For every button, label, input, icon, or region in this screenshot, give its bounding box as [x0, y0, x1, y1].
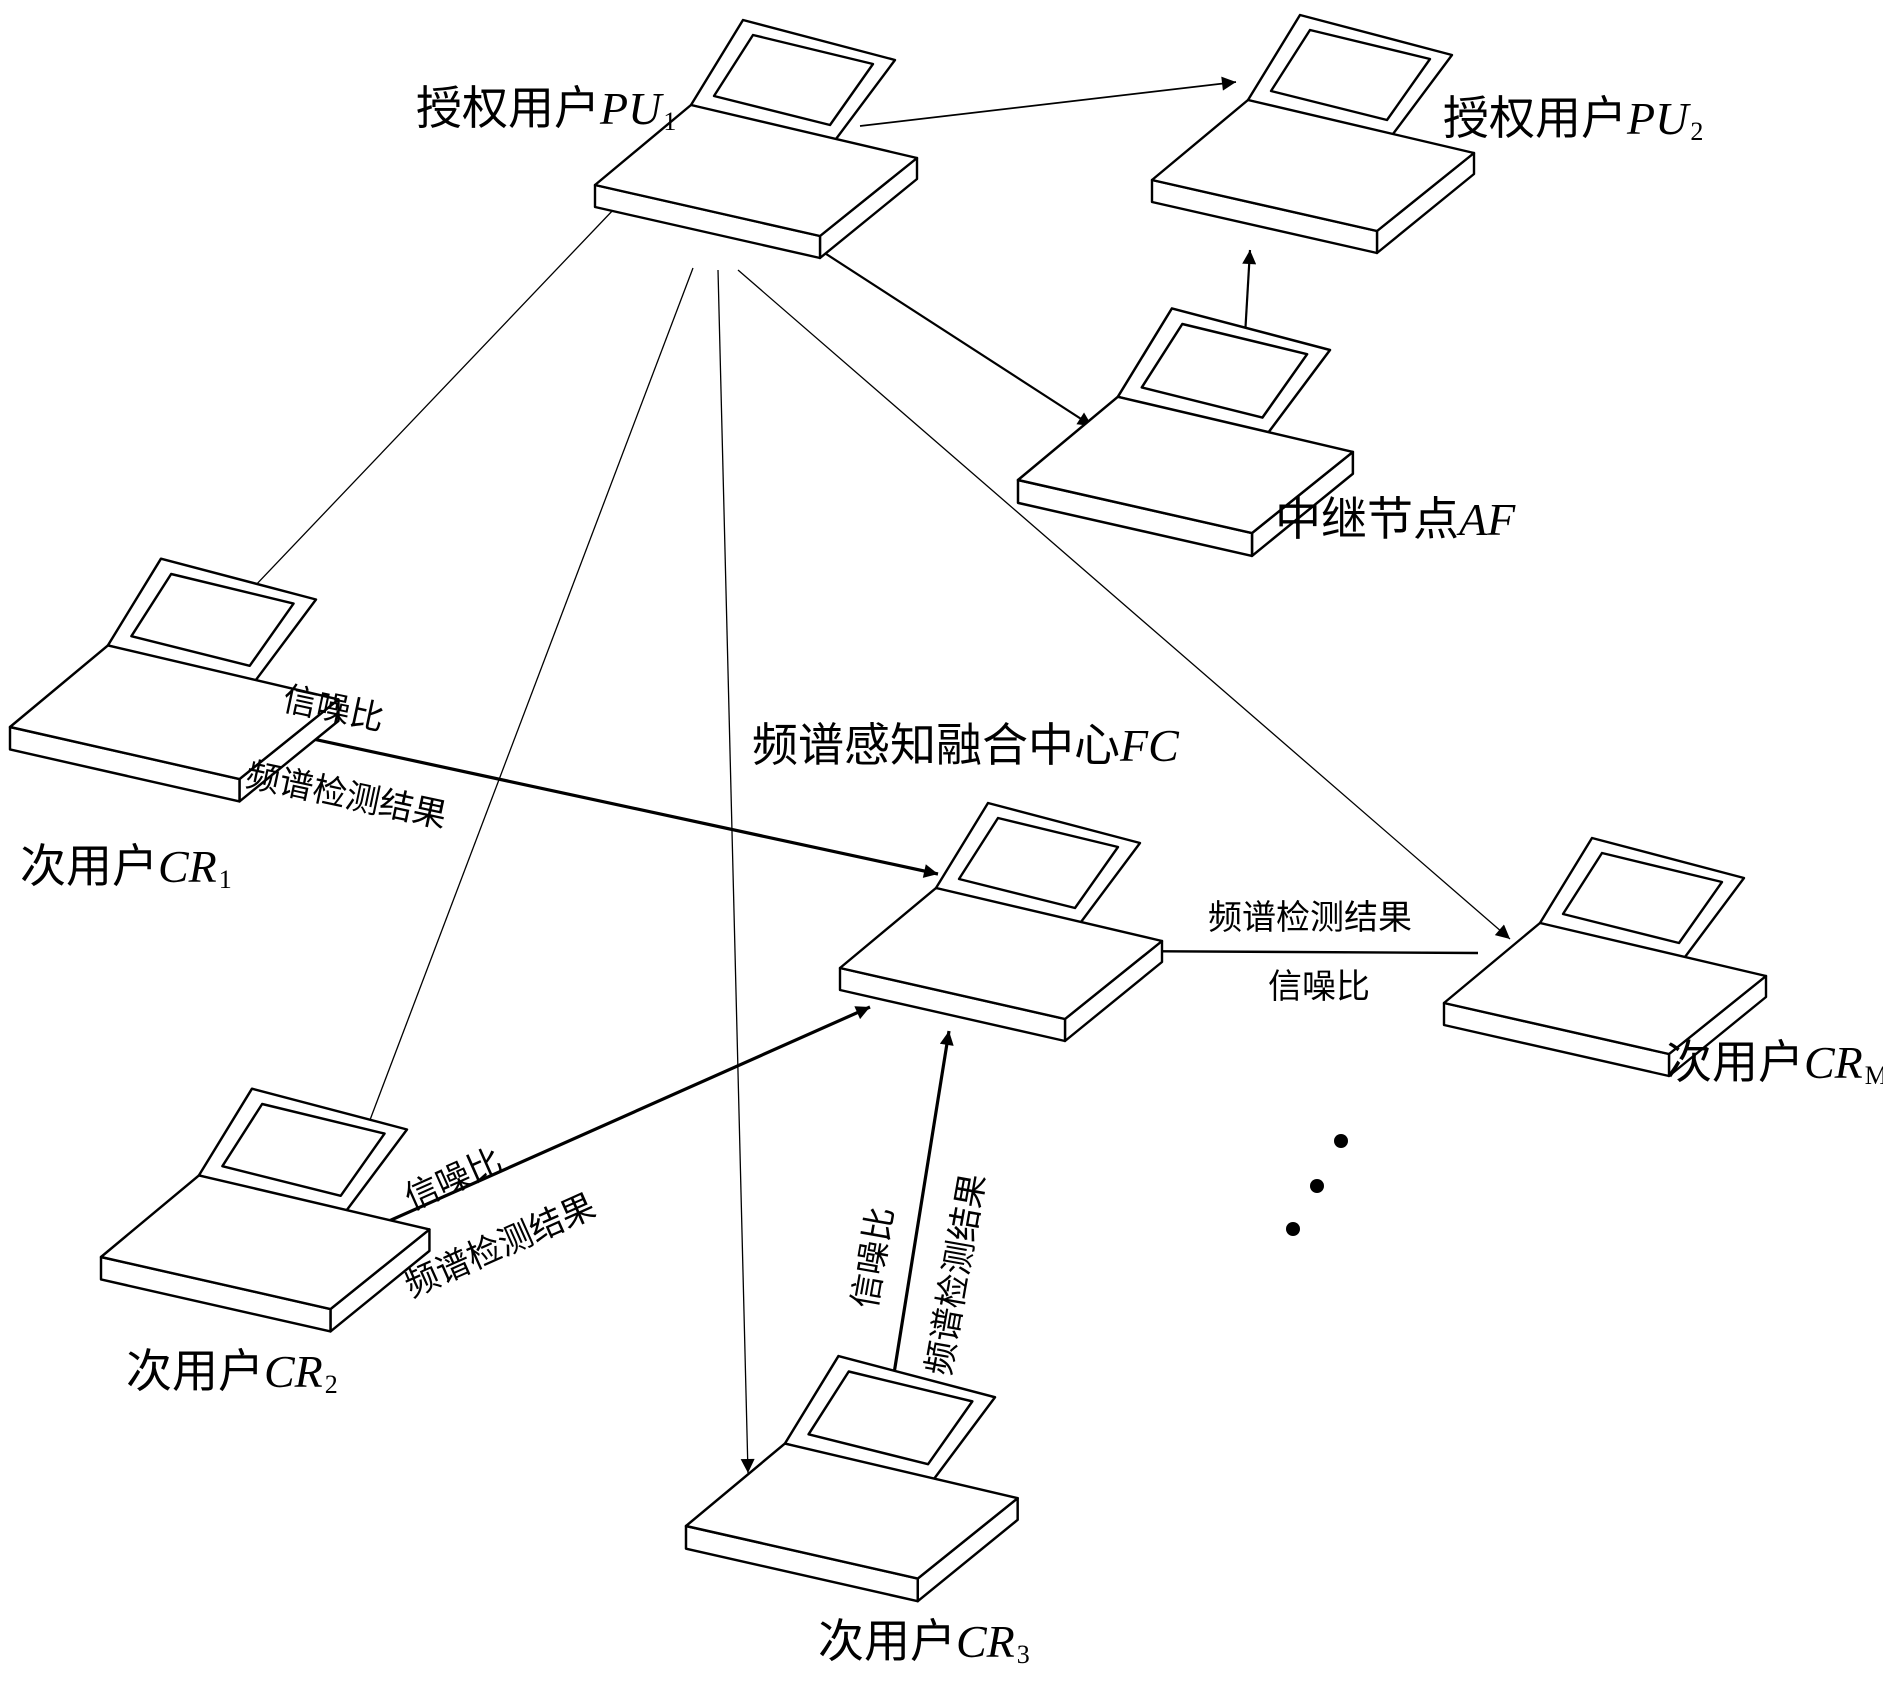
node-label-cr2: 次用户CR2	[126, 1348, 338, 1395]
laptop-icon-pu1	[595, 20, 917, 258]
edge-pu1-cr2	[362, 268, 693, 1141]
node-label-cr1: 次用户CR1	[20, 843, 232, 890]
node-label-af: 中继节点AF	[1275, 496, 1515, 543]
laptop-icon-pu2	[1152, 15, 1474, 253]
edge-pu1-pu2	[860, 82, 1236, 126]
edge-pu1-cr1	[232, 208, 615, 610]
edge-label-crm-snr: 信噪比	[1268, 970, 1370, 1004]
edge-label-crm-result: 频谱检测结果	[1208, 901, 1412, 935]
edge-crm-fc	[1108, 951, 1478, 953]
node-label-pu2: 授权用户PU2	[1443, 95, 1703, 142]
node-label-crm: 次用户CRM	[1666, 1039, 1883, 1086]
node-label-pu1: 授权用户PU1	[416, 85, 676, 132]
laptop-icon-cr2	[101, 1089, 429, 1332]
ellipsis-dot	[1310, 1179, 1324, 1193]
laptop-icon-cr3	[686, 1356, 1018, 1601]
edge-pu1-cr3	[718, 270, 748, 1473]
edge-pu1-af	[786, 228, 1092, 426]
node-label-cr3: 次用户CR3	[818, 1618, 1030, 1665]
node-label-fc: 频谱感知融合中心FC	[752, 722, 1179, 769]
ellipsis-dot	[1334, 1134, 1348, 1148]
ellipsis-dot	[1286, 1222, 1300, 1236]
laptop-icon-fc	[840, 803, 1162, 1041]
